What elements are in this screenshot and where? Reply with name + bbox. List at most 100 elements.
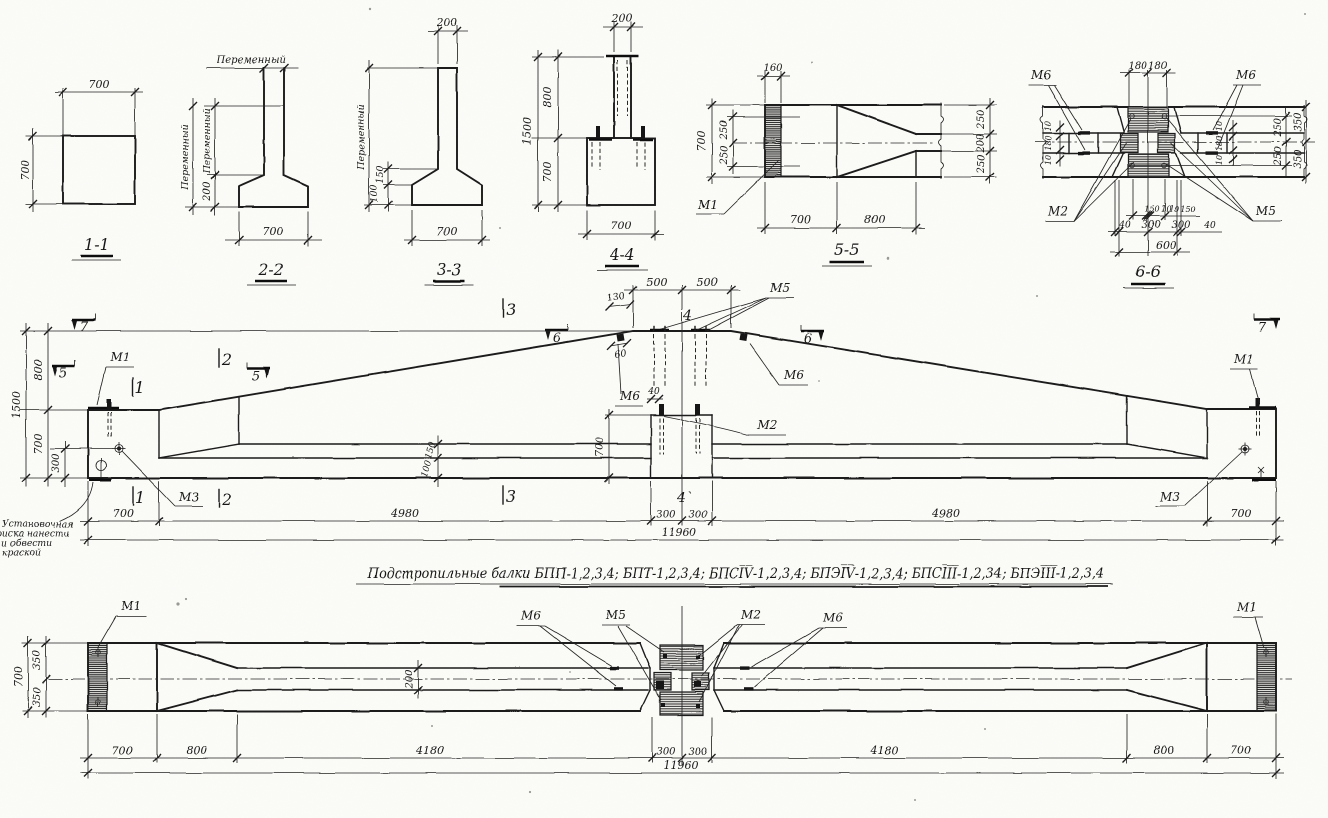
section-title: 5-5 bbox=[835, 241, 860, 259]
m3-right-leader bbox=[1183, 451, 1243, 507]
dim-200-top: 200 bbox=[436, 16, 458, 29]
label-m6-left: М6 bbox=[520, 609, 541, 623]
flag-5-b-path bbox=[264, 369, 270, 378]
dim-100: 100 bbox=[369, 185, 380, 203]
dim-300-b: 300 bbox=[1171, 220, 1191, 231]
m1-bolt bbox=[95, 697, 101, 707]
setup-mark-left bbox=[89, 458, 111, 481]
dim-300-b: 300 bbox=[688, 747, 708, 758]
dim-200-right: 200 bbox=[976, 133, 987, 154]
elevation-view-line bbox=[706, 297, 770, 332]
flag-7-left-path bbox=[72, 321, 78, 330]
dim-250-right-b: 250 bbox=[1273, 146, 1284, 167]
dim-200-top: 200 bbox=[611, 12, 633, 25]
mark-2-top: 2 bbox=[221, 350, 232, 369]
plate-bolt bbox=[696, 655, 700, 659]
plan-view-line bbox=[753, 627, 824, 688]
plan-view-line bbox=[713, 689, 725, 712]
bolt bbox=[1129, 162, 1135, 169]
section-5-5-line bbox=[835, 149, 918, 179]
dim-700-bot-l: 700 bbox=[113, 507, 134, 520]
mark-1-bot: 1 bbox=[135, 488, 145, 507]
m5-leader bbox=[625, 625, 665, 653]
section-6-6-line bbox=[1165, 117, 1254, 222]
mark-4-bot: 4` bbox=[676, 490, 693, 506]
paper-specks-circle bbox=[292, 456, 294, 458]
mark-3-bot: 3 bbox=[506, 487, 516, 506]
dim-700-bottom: 700 bbox=[790, 213, 811, 226]
m1-bolt bbox=[95, 647, 101, 657]
bolt bbox=[1129, 113, 1135, 119]
m6-angle bbox=[1078, 151, 1090, 155]
dim-150: 150 bbox=[375, 166, 386, 184]
section-6-6-line bbox=[1173, 106, 1182, 134]
dim-10-left-a: 10 bbox=[1044, 121, 1053, 131]
joint-plate-bottom bbox=[659, 691, 704, 716]
main-title: Подстропильные балки БПП-1,2,3,4; БПТ-1,… bbox=[356, 563, 1113, 588]
plan-view-line bbox=[701, 624, 743, 677]
setup-mark-right bbox=[1252, 466, 1276, 481]
section-4-4-block bbox=[586, 137, 656, 206]
joint-plate-top bbox=[659, 644, 704, 671]
dim-130: 130 bbox=[606, 291, 625, 304]
m1-plate-right-hatch bbox=[1257, 643, 1276, 711]
dim-700-block: 700 bbox=[594, 437, 606, 457]
m3-left-leader bbox=[121, 450, 176, 507]
note-line-4: краской bbox=[2, 548, 41, 559]
dim-40-b: 40 bbox=[1203, 221, 1216, 231]
section-6-6-line bbox=[1175, 152, 1186, 178]
dim-10-left-b: 10 bbox=[1044, 155, 1053, 165]
label-m1-right: М1 bbox=[1233, 352, 1254, 366]
m2-leader bbox=[663, 415, 749, 436]
mark-2-bot: 2 bbox=[221, 490, 232, 509]
label-variable-top: Переменный bbox=[216, 55, 286, 66]
dim-4980-l: 4980 bbox=[390, 507, 419, 520]
section-title: 6-6 bbox=[1136, 263, 1161, 281]
dim-150-b: 150 bbox=[1180, 205, 1195, 214]
m6-angle-mark bbox=[744, 687, 753, 691]
m3-bolt-right bbox=[1238, 442, 1252, 456]
m6-right-leader bbox=[749, 343, 780, 386]
section-title: 4-4 bbox=[609, 246, 635, 264]
dim-variable-left: Переменный bbox=[356, 104, 367, 170]
dim-350-b: 350 bbox=[31, 687, 43, 707]
note-line-3: и обвести bbox=[1, 538, 52, 549]
m2-stud bbox=[695, 404, 700, 415]
label-m6-left: М6 bbox=[1030, 68, 1051, 82]
dim-600: 600 bbox=[1156, 239, 1177, 252]
label-m5: М5 bbox=[769, 281, 790, 295]
plan-view-line bbox=[639, 689, 651, 712]
label-m5: М5 bbox=[605, 608, 626, 622]
m3-bolt-left bbox=[112, 442, 126, 455]
bolt bbox=[1161, 162, 1167, 169]
m6-left-leader bbox=[544, 625, 613, 667]
paper-specks-circle bbox=[499, 227, 501, 229]
dim-variable-left-outer: Переменный bbox=[180, 124, 191, 190]
paper-specks-circle bbox=[886, 256, 890, 260]
dim-10-right-b: 10 bbox=[1215, 155, 1224, 165]
section-6-6-line bbox=[1073, 142, 1127, 222]
paper-specks-circle bbox=[818, 380, 820, 382]
flag-6-a-path bbox=[545, 331, 551, 340]
paper-specks-circle bbox=[176, 602, 180, 606]
m2-leader bbox=[699, 624, 738, 656]
dim-1500-left: 1500 bbox=[10, 391, 23, 419]
section-6-6-line bbox=[1047, 84, 1086, 151]
dim-350-right-a: 350 bbox=[1293, 112, 1304, 132]
plan-view-line bbox=[155, 641, 239, 670]
dim-500-b: 500 bbox=[697, 276, 718, 289]
section-title: 2-2 bbox=[258, 261, 284, 279]
paper-specks-circle bbox=[984, 728, 986, 730]
mark-1-top: 1 bbox=[135, 378, 145, 397]
section-6-6-line bbox=[1111, 152, 1124, 178]
dim-11960: 11960 bbox=[664, 759, 699, 772]
flag-5-a-path bbox=[52, 367, 58, 376]
flag-6-b: 6 bbox=[804, 332, 812, 347]
